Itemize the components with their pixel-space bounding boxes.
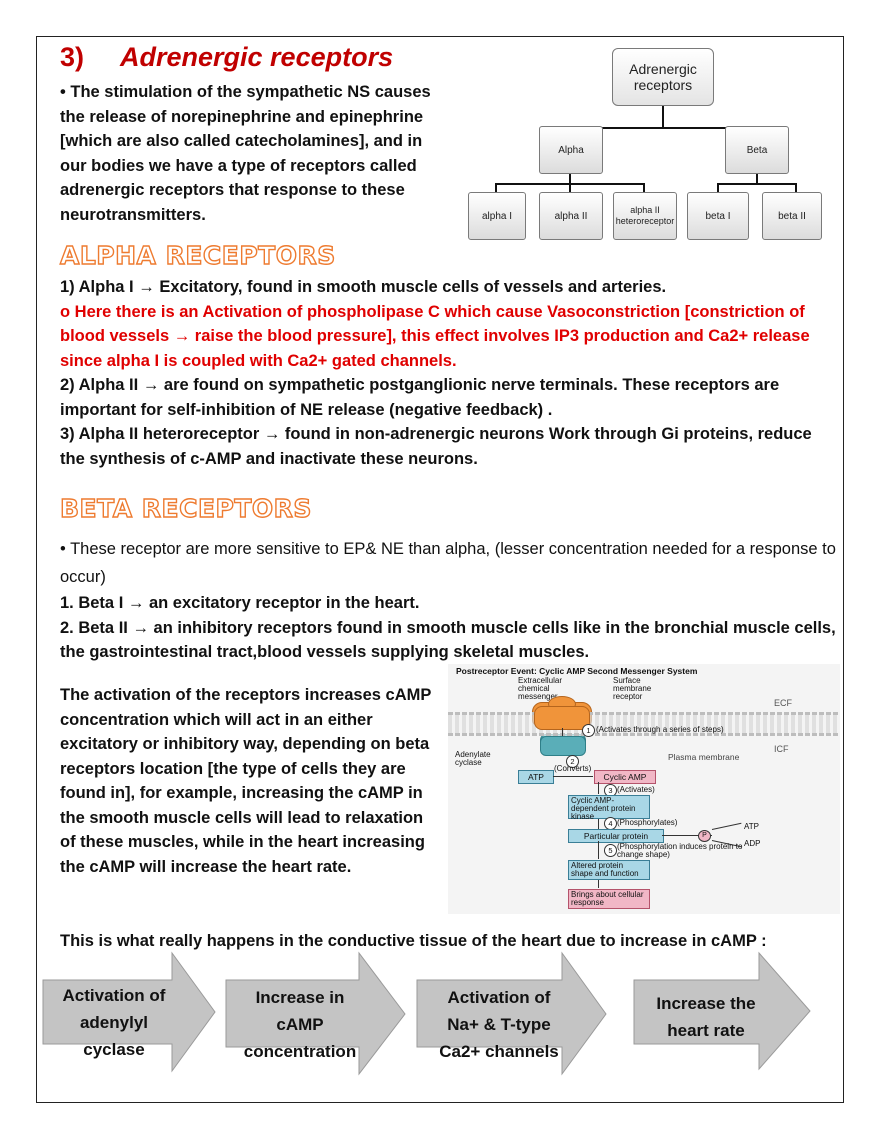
tree-leaf-label: beta I xyxy=(705,210,731,222)
tree-leaf-label: alpha II heteroreceptor xyxy=(615,205,675,226)
flow-step-4-line: Increase the xyxy=(656,994,756,1013)
tree-leaf-alpha1: alpha I xyxy=(468,192,526,240)
adenylate-cyclase-shape xyxy=(540,736,586,756)
protein-box: Particular protein xyxy=(568,829,664,843)
tree-alpha-label: Alpha xyxy=(558,144,584,156)
receptor-shape xyxy=(534,706,590,730)
camp-paragraph: The activation of the receptors increase… xyxy=(60,686,432,876)
beta-item-2: 2. Beta II → an inhibitory receptors fou… xyxy=(60,618,836,662)
flow-step-2-line: concentration xyxy=(243,1042,357,1061)
flow-step-1-line: adenylyl xyxy=(79,1013,149,1032)
section-title: 3) Adrenergic receptors xyxy=(60,42,393,73)
beta-item-1: 1. Beta I → an excitatory receptor in th… xyxy=(60,594,420,612)
flow-step-1: Activation of adenylyl cyclase xyxy=(48,982,180,1063)
membrane-band xyxy=(448,712,840,736)
step-3-label: (Activates) xyxy=(617,785,655,794)
flow-step-1-line: cyclase xyxy=(83,1040,145,1059)
tree-leaf-beta1: beta I xyxy=(687,192,749,240)
altered-box: Altered protein shape and function xyxy=(568,860,650,880)
adrenergic-tree-diagram: Adrenergic receptors Alpha Beta alpha I … xyxy=(465,42,822,244)
alpha-section: 1) Alpha I → Excitatory, found in smooth… xyxy=(60,275,830,471)
camp-second-messenger-figure: Postreceptor Event: Cyclic AMP Second Me… xyxy=(448,664,840,914)
adp-label: ADP xyxy=(744,839,761,848)
tree-leaf-label: beta II xyxy=(778,210,806,222)
flow-step-1-line: Activation of xyxy=(62,986,166,1005)
step-1-label: (Activates through a series of steps) xyxy=(596,725,724,734)
membrane-label: Plasma membrane xyxy=(668,752,740,762)
receptor-label: Surface membrane receptor xyxy=(613,676,652,701)
tree-leaf-label: alpha II xyxy=(554,210,588,222)
tree-beta: Beta xyxy=(725,126,789,174)
tree-leaf-alpha2-hetero: alpha II heteroreceptor xyxy=(613,192,677,240)
beta-bullet: • These receptor are more sensitive to E… xyxy=(60,540,836,586)
camp-figure-title: Postreceptor Event: Cyclic AMP Second Me… xyxy=(456,666,698,676)
tree-leaf-alpha2: alpha II xyxy=(539,192,603,240)
step-5-label: (Phosphorylation induces protein to chan… xyxy=(617,842,743,859)
beta-heading: BETA RECEPTORS xyxy=(59,493,312,523)
flow-step-3-line: Na+ & T-type xyxy=(447,1015,551,1034)
step-4-number: 4 xyxy=(604,817,617,830)
flow-step-2-line: Increase in xyxy=(255,988,345,1007)
tree-leaf-beta2: beta II xyxy=(762,192,822,240)
step-1-number: 1 xyxy=(582,724,595,737)
flow-step-3: Activation of Na+ & T-type Ca2+ channels xyxy=(424,984,574,1065)
alpha-item-2: 2) Alpha II → are found on sympathetic p… xyxy=(60,376,780,419)
alpha-item-3: 3) Alpha II heteroreceptor → found in no… xyxy=(60,425,812,468)
adenylate-label: Adenylate cyclase xyxy=(455,750,491,767)
step-2-number: 2 xyxy=(566,755,579,768)
alpha-item-1: 1) Alpha I → Excitatory, found in smooth… xyxy=(60,278,667,296)
tree-leaf-label: alpha I xyxy=(481,210,513,222)
section-number: 3) xyxy=(60,42,85,72)
tree-root: Adrenergic receptors xyxy=(612,48,714,106)
flow-step-4: Increase the heart rate xyxy=(638,990,774,1044)
ecf-label: ECF xyxy=(774,698,792,708)
intro-paragraph: • The stimulation of the sympathetic NS … xyxy=(60,83,431,224)
step-5-number: 5 xyxy=(604,844,617,857)
heart-intro: This is what really happens in the condu… xyxy=(60,932,767,950)
flow-step-2-line: cAMP xyxy=(276,1015,324,1034)
flow-step-4-line: heart rate xyxy=(667,1021,745,1040)
atp-box: ATP xyxy=(518,770,554,784)
flow-arrows xyxy=(42,951,811,1076)
flow-step-3-line: Ca2+ channels xyxy=(439,1042,559,1061)
section-title-text: Adrenergic receptors xyxy=(120,42,394,72)
brings-box: Brings about cellular response xyxy=(568,889,650,909)
tree-alpha: Alpha xyxy=(539,126,603,174)
icf-label: ICF xyxy=(774,744,789,754)
flow-arrow-1 xyxy=(42,951,216,1073)
step-4-label: (Phosphorylates) xyxy=(617,818,678,827)
flow-arrow-4 xyxy=(633,951,811,1071)
alpha-heading: ALPHA RECEPTORS xyxy=(59,240,336,270)
kinase-box: Cyclic AMP-dependent protein kinase xyxy=(568,795,650,821)
flow-arrow-3 xyxy=(416,951,607,1076)
flow-step-3-line: Activation of xyxy=(447,988,551,1007)
flow-arrow-2 xyxy=(225,951,406,1076)
extracellular-label: Extracellular chemical messenger xyxy=(518,676,563,701)
beta-section: • These receptor are more sensitive to E… xyxy=(60,535,840,665)
page-border xyxy=(36,36,844,1103)
tree-root-label: Adrenergic receptors xyxy=(629,61,697,93)
step-2-label: (Converts) xyxy=(554,764,592,773)
tree-beta-label: Beta xyxy=(746,144,768,156)
alpha-item-1-detail: o Here there is an Activation of phospho… xyxy=(60,302,810,370)
atp2-label: ATP xyxy=(744,822,759,831)
p-circle: P xyxy=(698,830,711,842)
camp-box: Cyclic AMP xyxy=(594,770,656,784)
flow-step-2: Increase in cAMP concentration xyxy=(230,984,370,1065)
